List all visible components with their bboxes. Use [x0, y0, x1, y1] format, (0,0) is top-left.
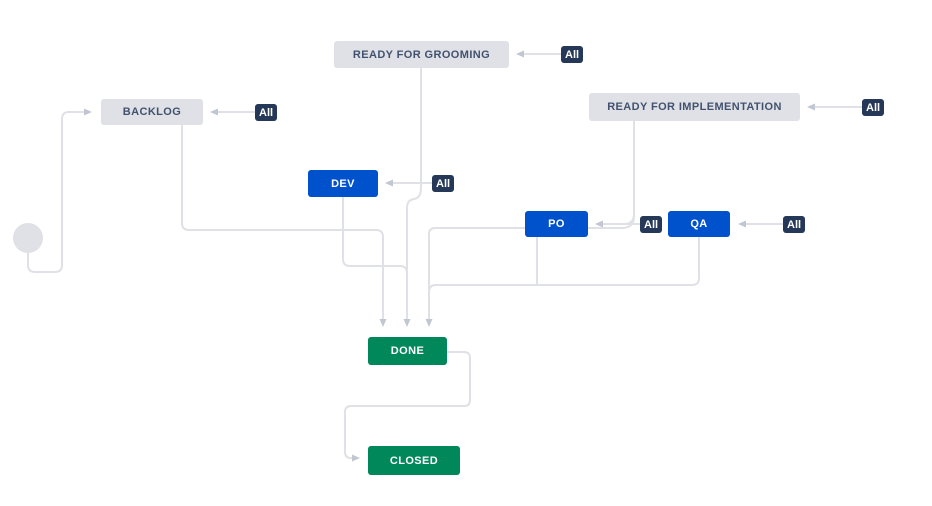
- edge-grooming-done: [403, 68, 422, 327]
- transition-badge-all-rfi[interactable]: All: [862, 99, 885, 116]
- transition-badge-all-qa[interactable]: All: [783, 216, 806, 233]
- status-node-dev[interactable]: DEV: [308, 170, 378, 197]
- edge-qa-done: [428, 237, 700, 312]
- edge-backlog-done: [181, 125, 387, 327]
- transition-badge-all-dev[interactable]: All: [432, 175, 455, 192]
- status-node-closed[interactable]: CLOSED: [368, 446, 460, 475]
- edge-start-backlog: [27, 108, 92, 273]
- transition-badge-all-po[interactable]: All: [640, 216, 663, 233]
- status-node-ready-for-grooming[interactable]: READY FOR GROOMING: [334, 41, 509, 68]
- start-node[interactable]: [13, 223, 43, 253]
- transition-badge-all-backlog[interactable]: All: [255, 104, 278, 121]
- status-node-qa[interactable]: QA: [668, 211, 730, 237]
- status-node-po[interactable]: PO: [525, 211, 588, 237]
- status-node-ready-for-implementation[interactable]: READY FOR IMPLEMENTATION: [589, 93, 800, 121]
- status-node-done[interactable]: DONE: [368, 337, 447, 365]
- edge-done-closed: [344, 351, 471, 462]
- transition-badge-all-grooming[interactable]: All: [561, 46, 584, 63]
- status-node-backlog[interactable]: BACKLOG: [101, 99, 203, 125]
- edge-rfi-po: [600, 121, 635, 225]
- edge-dev-done: [342, 197, 408, 300]
